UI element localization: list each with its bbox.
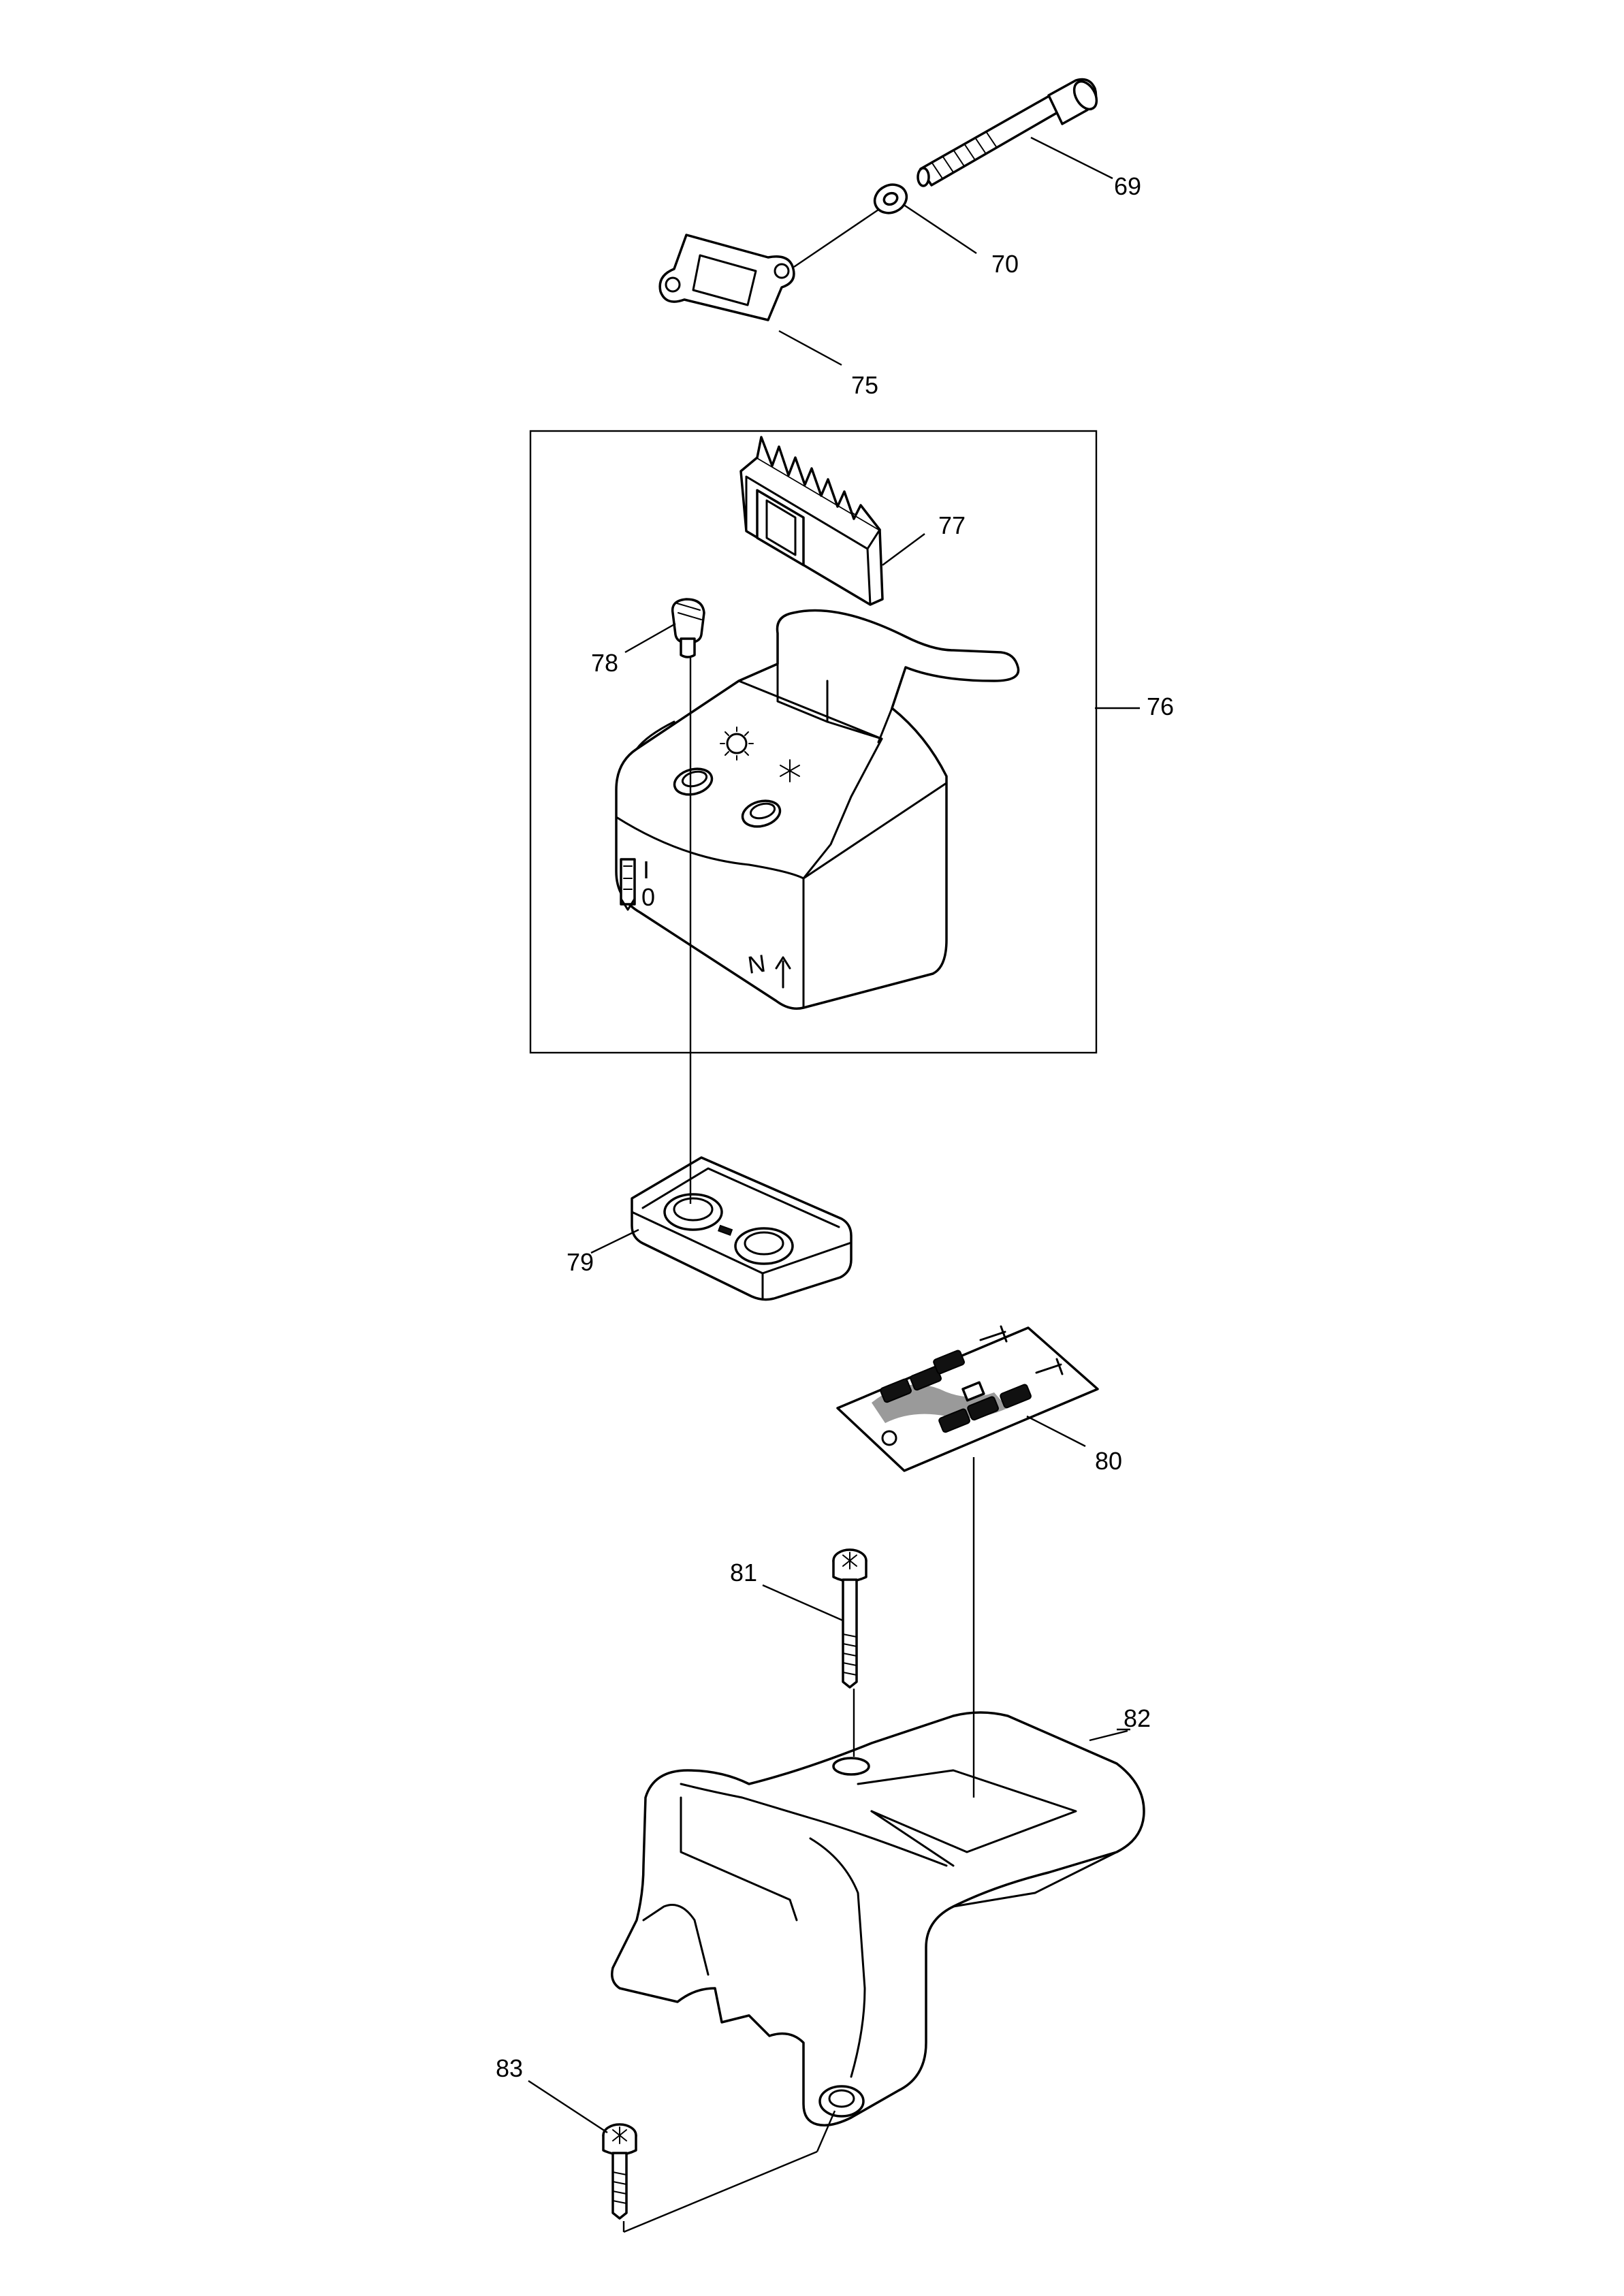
alignment-lines (622, 209, 975, 2233)
decal-pictograms (880, 1325, 1064, 1446)
switch-on-mark: I (643, 856, 650, 884)
assembly-76-frame (529, 430, 1098, 1054)
callout-83: 83 (496, 2054, 523, 2082)
callout-80: 80 (1095, 1447, 1122, 1475)
switch-marking: I 0 (620, 856, 655, 911)
adjust-marking: N (746, 949, 791, 989)
callout-75: 75 (851, 371, 878, 399)
part-80-decal[interactable] (836, 1325, 1099, 1472)
callout-labels: 69 70 75 76 77 78 79 80 81 82 83 (496, 172, 1174, 2082)
part-82-housing[interactable] (611, 1711, 1145, 2126)
callout-82: 82 (1124, 1704, 1151, 1732)
callout-79: 79 (567, 1248, 594, 1276)
part-75-gasket[interactable] (658, 234, 795, 321)
adjust-mark-text: N (746, 949, 767, 979)
part-83-screw[interactable] (602, 2123, 637, 2220)
callout-69: 69 (1114, 172, 1141, 200)
part-69-bolt[interactable] (917, 78, 1101, 187)
sun-icon (720, 727, 754, 761)
snowflake-icon (780, 759, 800, 782)
part-77-grille[interactable] (739, 436, 884, 606)
callout-70: 70 (991, 250, 1019, 278)
callout-81: 81 (730, 1559, 757, 1587)
part-76-top-cover[interactable]: I 0 N (615, 609, 1020, 1010)
callout-76: 76 (1147, 692, 1174, 720)
switch-off-mark: 0 (641, 883, 655, 911)
part-70-washer[interactable] (870, 180, 911, 219)
callout-77: 77 (938, 511, 966, 539)
callout-78: 78 (591, 649, 618, 677)
leader-lines (528, 136, 1140, 2134)
part-78-knob[interactable] (671, 598, 705, 658)
part-79-filter[interactable] (631, 1156, 853, 1301)
part-81-screw[interactable] (832, 1548, 867, 1689)
